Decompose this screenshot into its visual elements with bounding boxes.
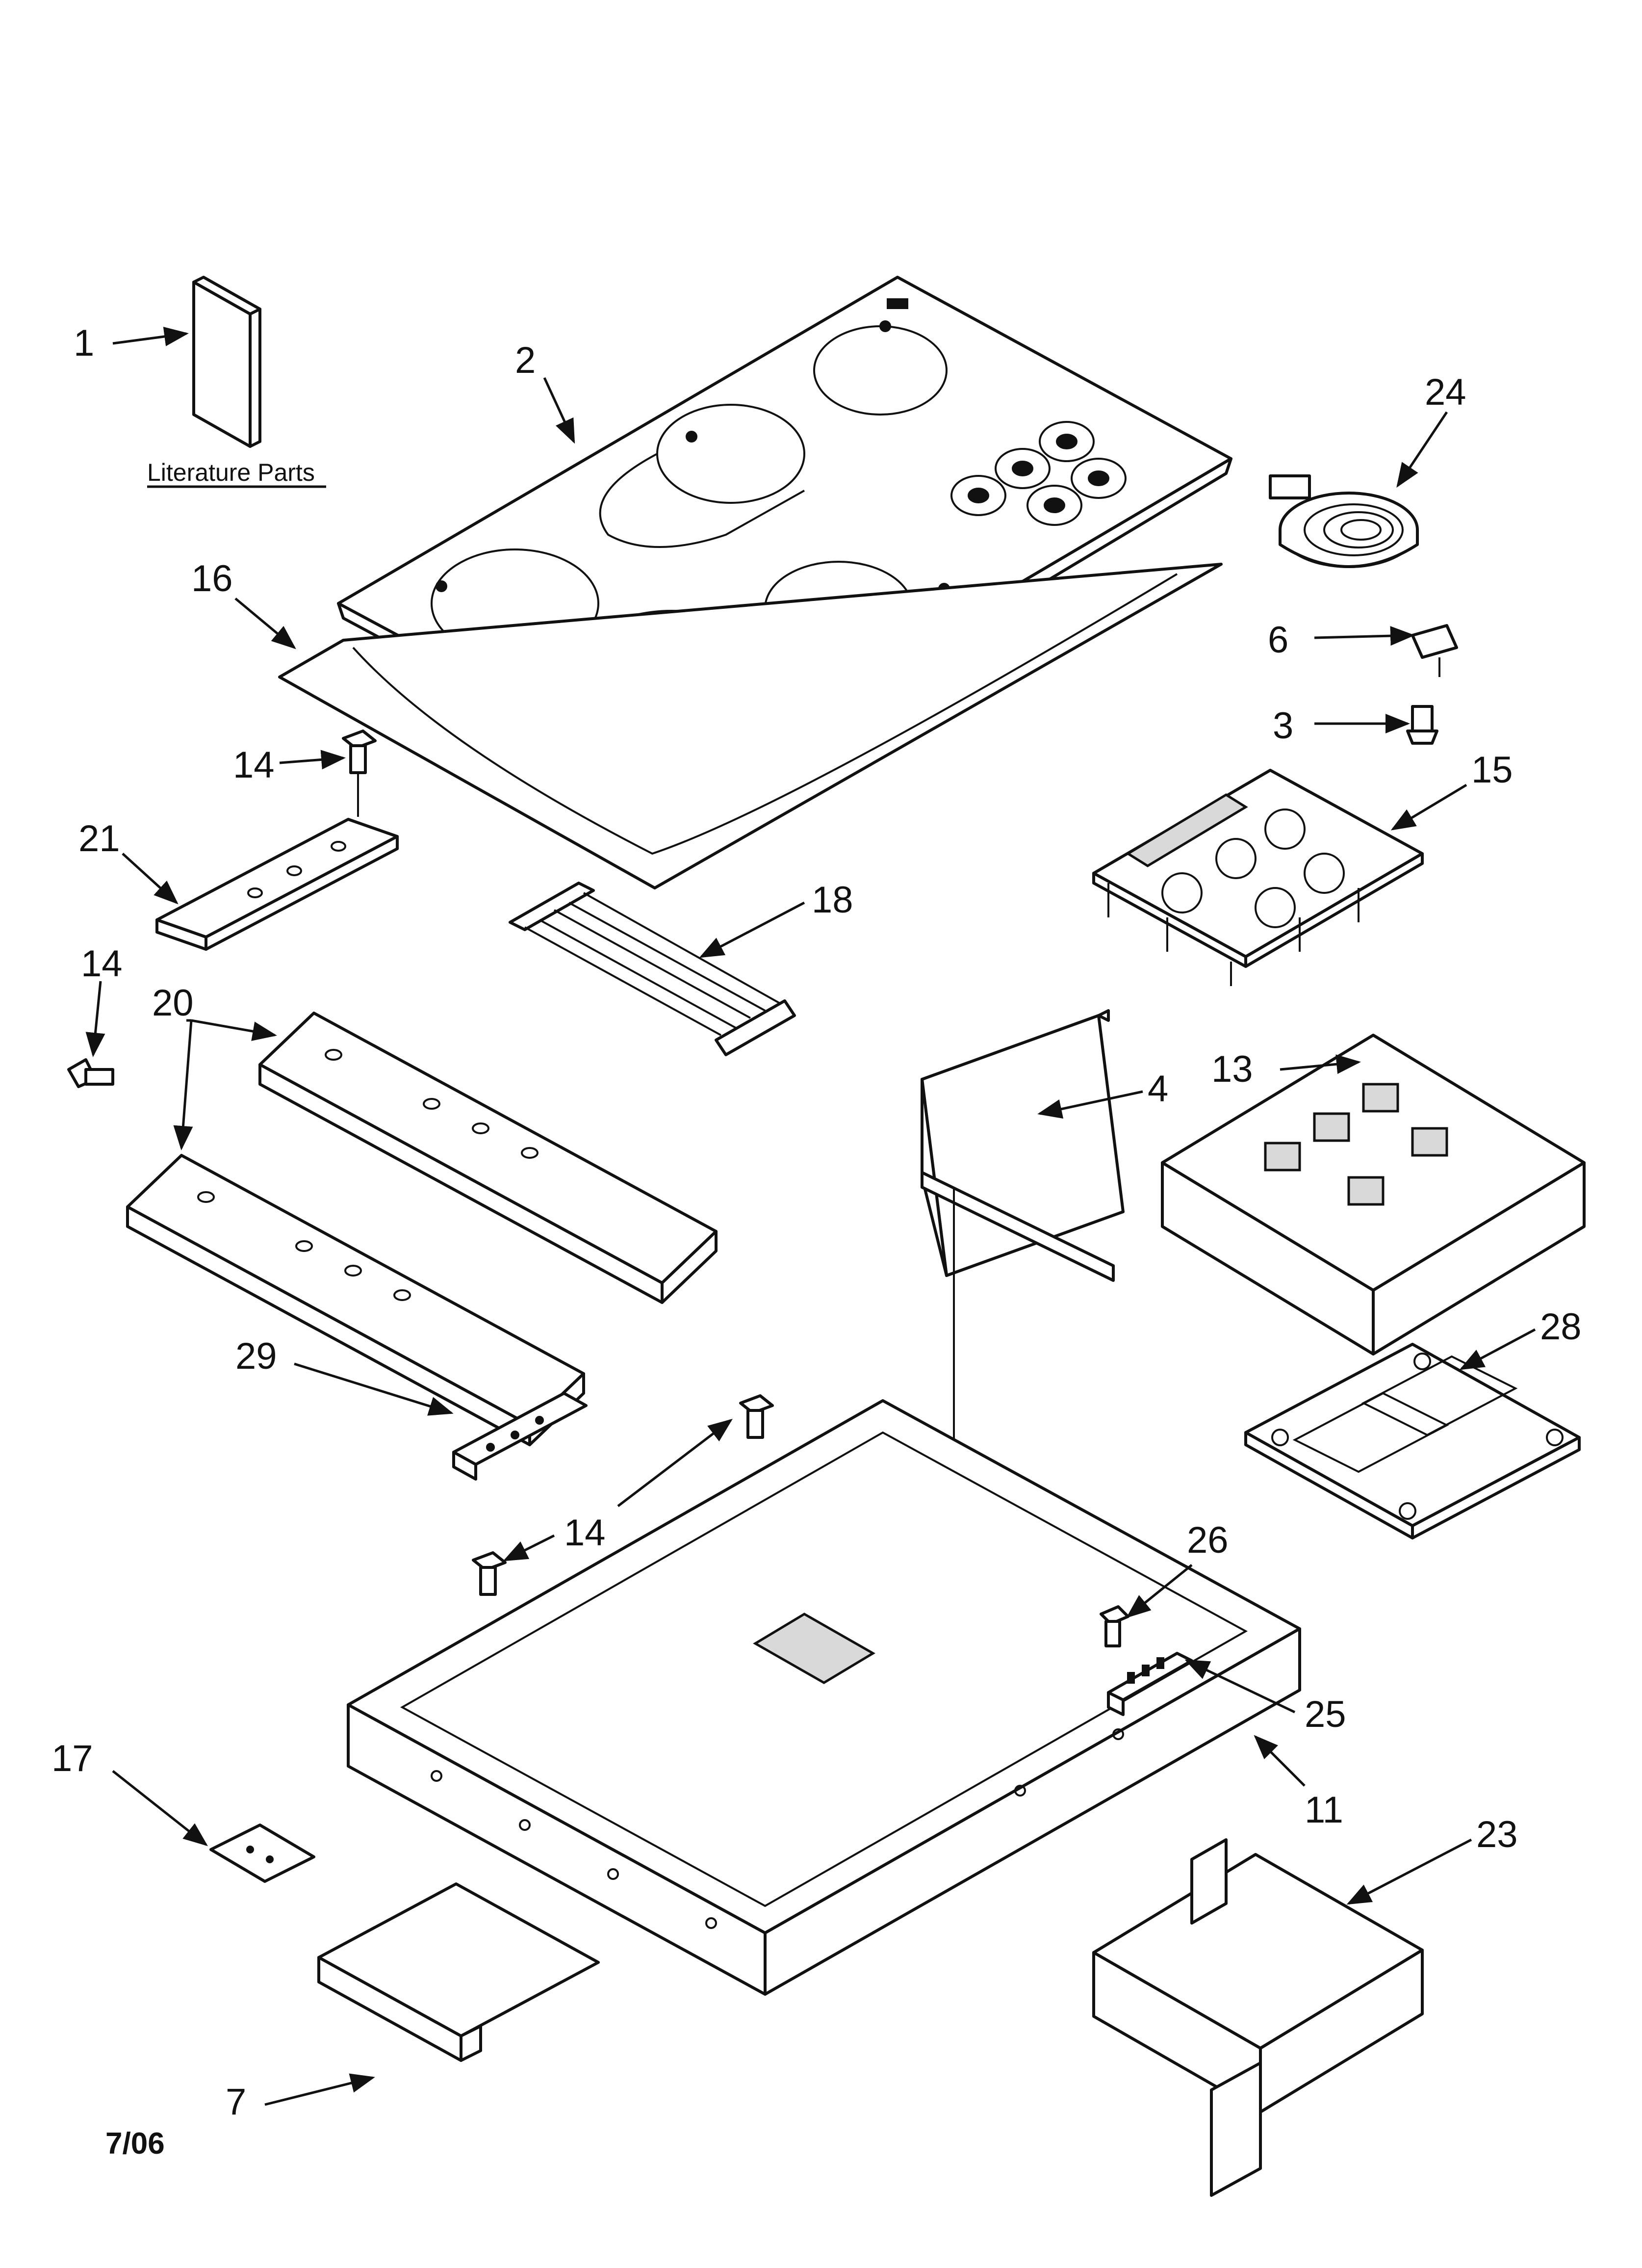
callout-26: 26: [1187, 1519, 1229, 1561]
control-dials: [950, 421, 1127, 526]
mounting-plate[interactable]: [1244, 1343, 1581, 1539]
chassis-insulation-pad: [753, 1613, 875, 1684]
revision-date: 7/06: [105, 2127, 165, 2161]
support-channel-lower[interactable]: [126, 1154, 585, 1446]
screw-3[interactable]: [1406, 705, 1438, 745]
callout-2: 2: [515, 339, 536, 381]
support-channel-upper[interactable]: [258, 1012, 718, 1304]
cooktop-gasket[interactable]: [278, 563, 1223, 889]
terminal-bracket[interactable]: [452, 1392, 588, 1481]
callout-14-left: 14: [81, 943, 123, 985]
callout-20: 20: [152, 982, 194, 1024]
lower-bracket[interactable]: [317, 1882, 600, 2062]
callout-16: 16: [191, 558, 233, 600]
callout-14-top: 14: [233, 744, 275, 786]
junction-box[interactable]: [1092, 1838, 1424, 2197]
callout-28: 28: [1540, 1306, 1582, 1348]
small-cover-plate[interactable]: [209, 1824, 315, 1883]
bridge-zone: [599, 453, 805, 548]
screw-14-d[interactable]: [472, 1551, 507, 1596]
mounting-bracket[interactable]: [155, 818, 399, 951]
cooktop-chassis[interactable]: [347, 1399, 1301, 1996]
touch-control-board[interactable]: [1092, 769, 1424, 986]
callout-24: 24: [1425, 371, 1466, 413]
callout-1: 1: [74, 322, 94, 364]
power-control-box[interactable]: [1161, 1034, 1586, 1356]
screw-14-b[interactable]: [67, 1058, 114, 1088]
callout-11: 11: [1305, 1789, 1343, 1831]
callout-6: 6: [1268, 619, 1288, 661]
callout-14-center: 14: [564, 1512, 606, 1554]
callout-3: 3: [1273, 705, 1293, 747]
screw-14-a[interactable]: [342, 730, 377, 817]
leader-lines: [85, 327, 1536, 2106]
literature-parts-label: Literature Parts: [147, 459, 315, 486]
callout-13: 13: [1211, 1048, 1253, 1090]
screw-14-c[interactable]: [739, 1394, 774, 1439]
ribbon-cable[interactable]: [509, 882, 796, 1056]
bracket-clip[interactable]: [1411, 624, 1458, 677]
callout-7: 7: [226, 2081, 246, 2123]
literature-parts[interactable]: [192, 276, 261, 448]
callout-25: 25: [1305, 1694, 1346, 1735]
callout-18: 18: [812, 879, 853, 921]
callout-4: 4: [1148, 1068, 1168, 1110]
callout-numbers: 1 2 24 16 6 3 14 15 21 18 14 20 13 4 29 …: [51, 322, 1582, 2123]
callout-23: 23: [1476, 1814, 1518, 1855]
callout-15: 15: [1471, 749, 1513, 791]
heat-shield[interactable]: [921, 1009, 1125, 1648]
radiant-element[interactable]: [1269, 474, 1419, 568]
callout-29: 29: [235, 1335, 277, 1377]
callout-17: 17: [51, 1738, 93, 1779]
callout-21: 21: [78, 818, 120, 860]
